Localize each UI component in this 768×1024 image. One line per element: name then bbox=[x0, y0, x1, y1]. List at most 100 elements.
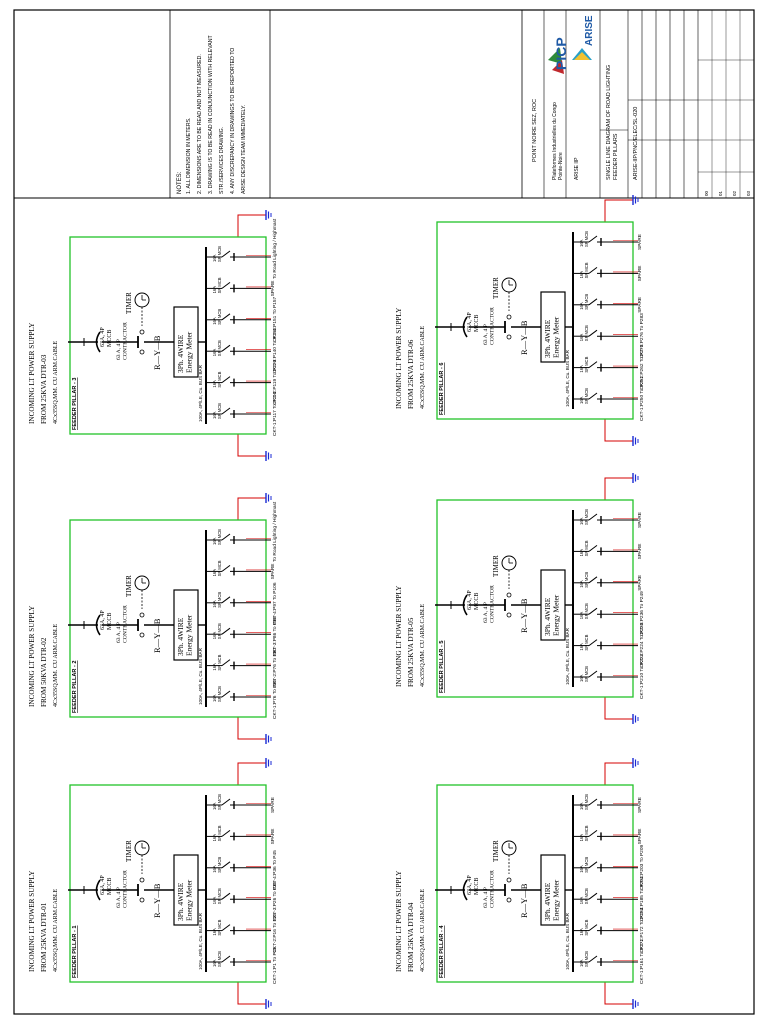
timer-icon bbox=[501, 555, 517, 589]
source-label: FROM 25KVA DTR-04 bbox=[407, 902, 415, 972]
timer-icon bbox=[501, 840, 517, 874]
mcb-switch-icon bbox=[588, 392, 598, 400]
earth-icon bbox=[265, 758, 272, 768]
mcb-label: 16ASP MCB bbox=[212, 825, 222, 841]
incoming-label: INCOMING LT POWER SUPPLY bbox=[28, 605, 36, 707]
earth-icon bbox=[265, 734, 272, 744]
energy-meter-label: 3Ph. 4WIREEnergy Meter bbox=[543, 594, 561, 636]
earth-icon bbox=[265, 493, 272, 503]
revision-number: 01 bbox=[718, 190, 723, 196]
earth-lead bbox=[604, 697, 633, 720]
busbar-label: 100A, 4P/LE, Cu. BUS BAR bbox=[565, 627, 570, 685]
energy-meter-label: 3Ph. 4WIREEnergy Meter bbox=[543, 879, 561, 921]
notes-heading: NOTES: bbox=[177, 171, 183, 194]
mcb-switch-icon bbox=[588, 955, 598, 963]
picp-logo: PICP bbox=[548, 37, 569, 74]
circuit-label: CKT-2:P224 To P235 bbox=[639, 622, 645, 667]
circuit-label: CKT-2:P262 To P275 bbox=[639, 344, 645, 389]
circuit-label: CKT-3:P26 To P35 bbox=[272, 881, 278, 921]
cable-label: 4Cx35SQ.MM. CU ARM.CABLE bbox=[420, 888, 426, 972]
source-label: FROM 25KVA DTR-01 bbox=[40, 902, 48, 972]
mcb-label: 16ASP MCB bbox=[212, 794, 222, 810]
picp-logo-text: PICP bbox=[553, 37, 569, 70]
mccb-symbol bbox=[462, 594, 468, 616]
mcb-label: 16ASP MCB bbox=[212, 686, 222, 702]
timer-icon bbox=[134, 575, 150, 609]
cable-label: 4Cx35SQ.MM. CU ARM.CABLE bbox=[53, 888, 59, 972]
mcb-switch-icon bbox=[221, 376, 231, 384]
pillar-title: FEEDER PILLAR - 6 bbox=[439, 362, 445, 415]
circuit-label: CKT-1:P250 To P261 bbox=[639, 376, 645, 421]
mcb-label: 16ASP MCB bbox=[579, 388, 589, 404]
mcb-label: 16ASP MCB bbox=[579, 294, 589, 310]
mcb-switch-icon bbox=[221, 344, 231, 352]
incoming-label: INCOMING LT POWER SUPPLY bbox=[28, 870, 36, 972]
incoming-label: INCOMING LT POWER SUPPLY bbox=[395, 585, 403, 687]
earth-lead bbox=[237, 762, 266, 785]
pillar-title: FEEDER PILLAR - 2 bbox=[72, 660, 78, 713]
circuit-label: CKT-2:P172 To P184 bbox=[639, 907, 645, 952]
circuit-label: CKT-3:P140 To P148 bbox=[272, 328, 278, 373]
mccb-label: 63A, 4PMCCB bbox=[100, 327, 113, 347]
mcb-label: 16ASP MCB bbox=[212, 951, 222, 967]
drawing-title: SINGLE LINE DIAGRAM OF ROAD LIGHTINGFEED… bbox=[606, 65, 619, 180]
mcb-switch-icon bbox=[221, 596, 231, 604]
earth-lead bbox=[604, 199, 633, 222]
spare-label: SPARE bbox=[637, 234, 643, 250]
mcb-label: 16ASP MCB bbox=[212, 623, 222, 639]
circuit-label: CKT-3:P185 To P202 bbox=[639, 876, 645, 921]
earth-icon bbox=[632, 714, 639, 724]
mcb-label: 16ASP MCB bbox=[579, 857, 589, 873]
source-label: FROM 25KVA DTR-06 bbox=[407, 339, 415, 409]
pillar-enclosure bbox=[436, 499, 634, 698]
phase-label: R—Y—B bbox=[519, 883, 529, 918]
revision-number: 02 bbox=[732, 190, 737, 196]
phase-label: R—Y—B bbox=[152, 883, 162, 918]
timer-icon bbox=[501, 277, 517, 311]
mcb-switch-icon bbox=[588, 545, 598, 552]
note-line: ARISE DESIGN TEAM IMMEDIATELY. bbox=[241, 105, 247, 194]
mcb-switch-icon bbox=[588, 830, 598, 837]
mcb-switch-icon bbox=[221, 627, 231, 635]
timer-label: TIMER bbox=[125, 840, 133, 862]
mccb-label: 63A, 4PMCCB bbox=[467, 312, 480, 332]
mcb-label: 16ASP MCB bbox=[212, 919, 222, 935]
spare-label: SPARE bbox=[637, 828, 643, 844]
pillar-title: FEEDER PILLAR - 5 bbox=[439, 640, 445, 693]
contactor-label: 63 A, 4 PCONTRACTOR bbox=[116, 870, 128, 908]
mcb-label: 16ASP MCB bbox=[579, 794, 589, 810]
pillar-enclosure bbox=[436, 221, 634, 420]
earth-icon bbox=[632, 999, 639, 1009]
timer-label: TIMER bbox=[125, 575, 133, 597]
circuit-label: CKT-1:P76 To P85 bbox=[272, 679, 278, 719]
mcb-switch-icon bbox=[221, 798, 231, 806]
source-label: FROM 25KVA DTR-05 bbox=[407, 617, 415, 687]
mcb-label: 16ASP MCB bbox=[212, 403, 222, 419]
phase-label: R—Y—B bbox=[519, 320, 529, 355]
energy-meter-label: 3Ph. 4WIREEnergy Meter bbox=[176, 879, 194, 921]
revision-number: 03 bbox=[746, 190, 751, 196]
earth-lead bbox=[604, 762, 633, 785]
mcb-label: 16ASP MCB bbox=[212, 277, 222, 293]
earth-icon bbox=[632, 473, 639, 483]
drawing-number: ARISE-IIP/PNC/ELEC/SL-020 bbox=[633, 107, 639, 180]
mcb-label: 16ASP MCB bbox=[579, 634, 589, 650]
contactor-label: 63 A, 4 PCONTRACTOR bbox=[483, 870, 495, 908]
feeder-pillar: INCOMING LT POWER SUPPLY FROM 25KVA DTR-0… bbox=[28, 758, 278, 1009]
mcb-switch-icon bbox=[221, 924, 231, 931]
